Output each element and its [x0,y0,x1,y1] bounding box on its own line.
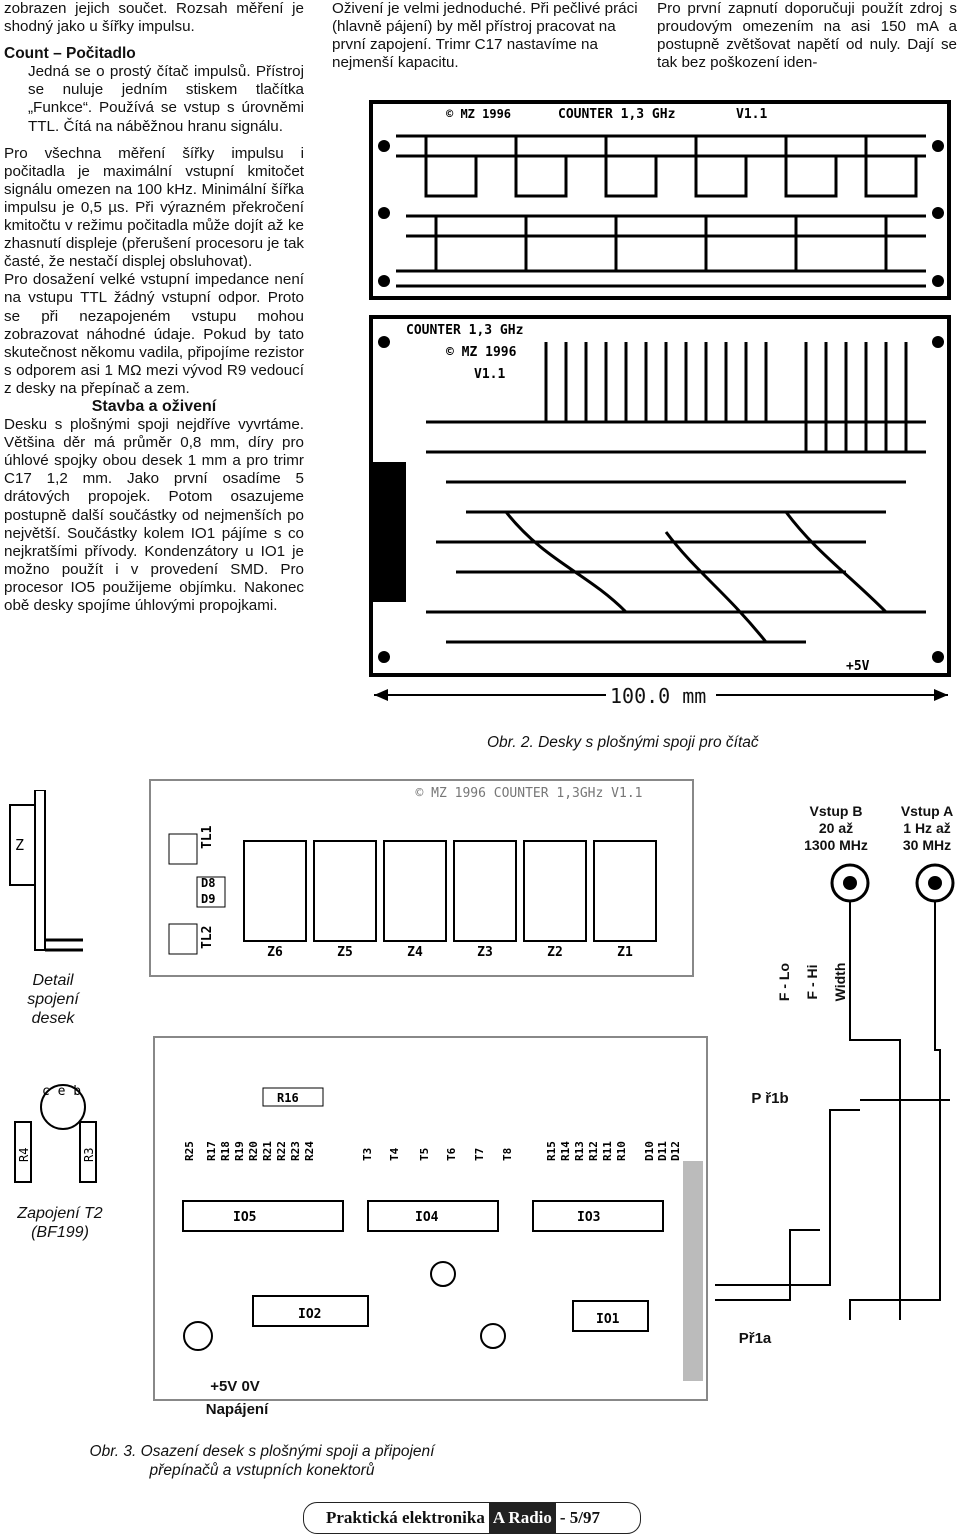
input-b-label: Vstup B 20 až 1300 MHz [804,803,868,853]
res-r11: R11 [601,1141,614,1161]
res-r25: R25 [183,1141,196,1161]
detail-joint-drawing: Z [9,790,83,952]
res-r22: R22 [275,1141,288,1161]
power-label: Napájení [205,1401,269,1418]
diode-d11: D11 [656,1141,669,1161]
trans-t6: T6 [445,1147,458,1161]
trans-t7: T7 [473,1148,486,1161]
col2-paragraph-1: Oživení je velmi jednoduché. Při pečlivé… [332,0,638,72]
col3-paragraph-1: Pro první zapnutí doporučuji použít zdro… [657,0,957,72]
pcb-bottom-copyright: © MZ 1996 [446,345,517,360]
res-r19: R19 [233,1141,246,1161]
pcb-bottom-plus5v: +5V [846,659,870,674]
mirrored-text: © MZ 1996 COUNTER 1,3GHz V1.1 [416,786,643,801]
footer-issue: - 5/97 [559,1508,601,1527]
diode-d9: D9 [201,892,215,906]
ic-io4: IO4 [415,1210,439,1225]
res-r12: R12 [587,1141,600,1161]
res-r10: R10 [615,1141,628,1161]
col1-paragraph-2: Jedná se o prostý čítač impulsů. Přístro… [28,63,304,135]
r4-label: R4 [17,1148,31,1162]
col1-paragraph-4: Pro dosažení velké vstupní impedance nen… [4,271,304,397]
digit-z6: Z6 [267,945,283,960]
res-r15: R15 [545,1141,558,1161]
pcb-bottom-version: V1.1 [474,367,505,382]
digit-z3: Z3 [477,945,493,960]
trans-t4: T4 [388,1147,401,1161]
detail-label: Detail spojení desek [27,972,79,1027]
trans-t3: T3 [361,1148,374,1161]
count-heading: Count – Počitadlo [4,45,136,63]
digit-z2: Z2 [547,945,563,960]
col1-paragraph-3: Pro všechna měření šířky impulsu i počit… [4,144,304,271]
wiring [715,900,950,1320]
z-label: Z [15,836,24,854]
ic-io1: IO1 [596,1312,620,1327]
footer-title: Praktická elektronika [326,1508,485,1527]
res-r14: R14 [559,1141,572,1161]
col1-paragraph-5: Desku s plošnými spoji nejdříve vyvrtáme… [4,416,304,614]
pcb-top-title: COUNTER 1,3 GHz [558,107,675,122]
dimension-label: 100.0 mm [610,684,707,708]
section-title: Stavba a oživení [91,397,217,415]
res-r13: R13 [573,1141,586,1161]
r3-label: R3 [82,1148,96,1162]
diode-d8: D8 [201,876,215,890]
pcb-top-copyright: © MZ 1996 [446,107,511,121]
button-tl1: TL1 [200,825,215,849]
switch-p1a: Př1a [738,1330,772,1347]
col1-paragraph-1: zobrazen jejich součet. Rozsah měření je… [4,0,304,36]
switch-p1b: P ř1b [751,1090,789,1107]
power-pins: +5V 0V [210,1378,260,1395]
res-r23: R23 [289,1141,302,1161]
transistor-pinout: c e b R4 R3 [14,1084,97,1183]
res-r17: R17 [205,1141,218,1161]
footer-badge: Praktická elektronika A Radio - 5/97 [303,1502,641,1534]
digit-z1: Z1 [617,945,633,960]
pcb-top-board: © MZ 1996 COUNTER 1,3 GHz V1.1 [369,100,951,300]
trans-t5: T5 [418,1148,431,1161]
res-r20: R20 [247,1141,260,1161]
ic-io5: IO5 [233,1210,256,1225]
pcb-top-version: V1.1 [736,107,767,122]
main-board-assembly: R16 R25 R17 R18 R19 R20 R21 R22 R23 R24 … [153,1036,708,1401]
res-r21: R21 [261,1141,274,1161]
res-r18: R18 [219,1141,232,1161]
diode-d12: D12 [669,1141,682,1161]
column-1: zobrazen jejich součet. Rozsah měření je… [4,0,304,615]
display-board-assembly: © MZ 1996 COUNTER 1,3GHz V1.1 TL1 TL2 D8… [149,779,694,977]
ic-io3: IO3 [577,1210,600,1225]
ic-io2: IO2 [298,1307,321,1322]
button-tl2: TL2 [200,926,215,949]
dimension-line [374,684,948,706]
transistor-pins: c e b [42,1084,81,1099]
column-3-text: Pro první zapnutí doporučuji použít zdro… [657,0,957,72]
r16-label: R16 [277,1091,299,1105]
res-r24: R24 [303,1141,316,1161]
footer-a-radio: A Radio [488,1503,556,1533]
fig3-caption: Obr. 3. Osazení desek s plošnými spoji a… [89,1443,435,1479]
digit-z5: Z5 [337,945,353,960]
pcb-bottom-title: COUNTER 1,3 GHz [406,323,523,338]
column-2-text: Oživení je velmi jednoduché. Při pečlivé… [332,0,638,72]
transistor-label: Zapojení T2 (BF199) [17,1205,103,1241]
fig2-caption: Obr. 2. Desky s plošnými spoji pro čítač [487,734,759,751]
trans-t8: T8 [501,1148,514,1161]
pcb-bottom-board: COUNTER 1,3 GHz © MZ 1996 V1.1 +5V [369,315,951,677]
input-a-label: Vstup A 1 Hz až 30 MHz [900,803,954,853]
digit-z4: Z4 [407,945,423,960]
diode-d10: D10 [643,1141,656,1161]
